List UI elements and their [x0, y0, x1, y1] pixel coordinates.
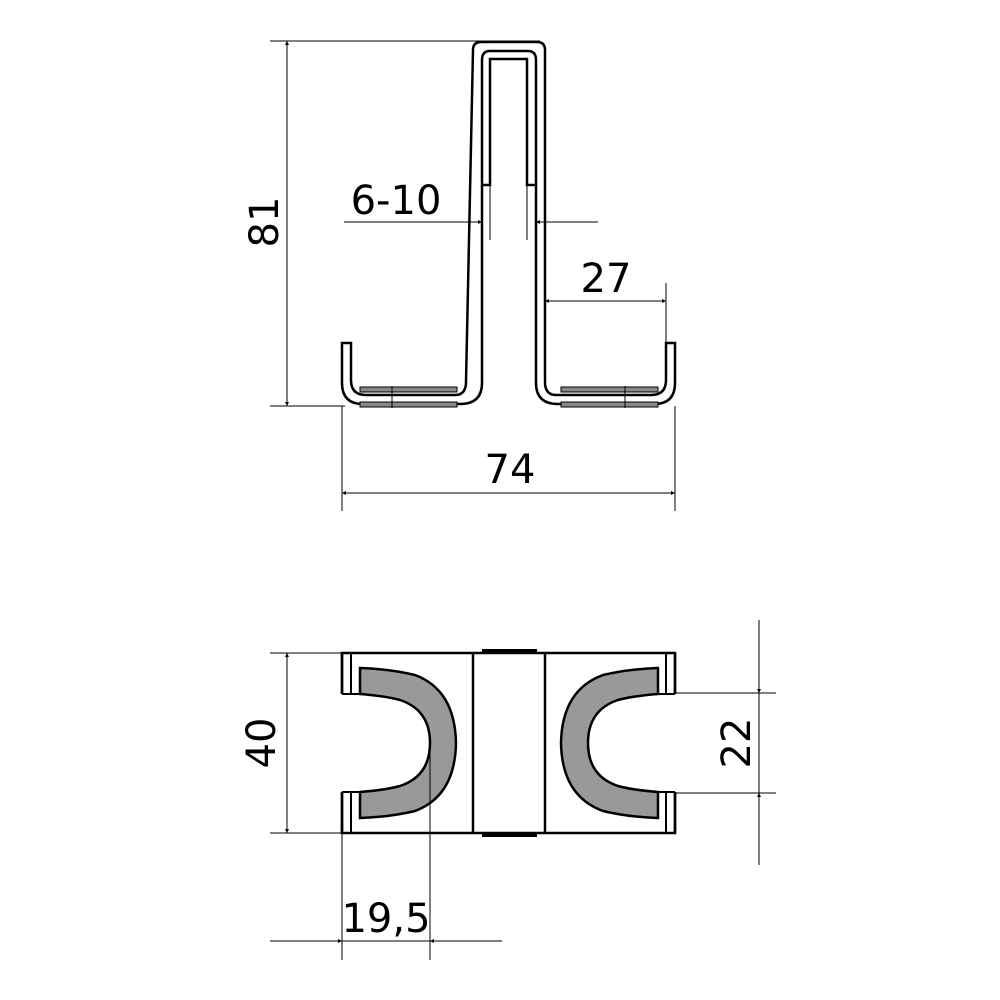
dim-height-label: 81 — [242, 197, 288, 248]
dim-slot-width-label: 22 — [714, 718, 760, 769]
dim-total-width-label: 74 — [485, 447, 536, 493]
top-view — [270, 620, 776, 960]
right-rubber-insert — [559, 666, 660, 820]
pad-left-top — [359, 386, 458, 393]
pad-right-bottom — [560, 401, 659, 408]
pad-right-top — [560, 386, 659, 393]
pad-left-bottom — [359, 401, 458, 408]
dim-leg-width-label: 27 — [581, 256, 632, 302]
left-rubber-insert — [358, 666, 458, 820]
front-view — [270, 40, 677, 511]
dim-depth-label: 40 — [239, 718, 285, 769]
inner-spring — [482, 57, 536, 187]
dim-gap-label: 6-10 — [351, 178, 442, 224]
dim-slot-depth-label: 19,5 — [341, 896, 430, 942]
